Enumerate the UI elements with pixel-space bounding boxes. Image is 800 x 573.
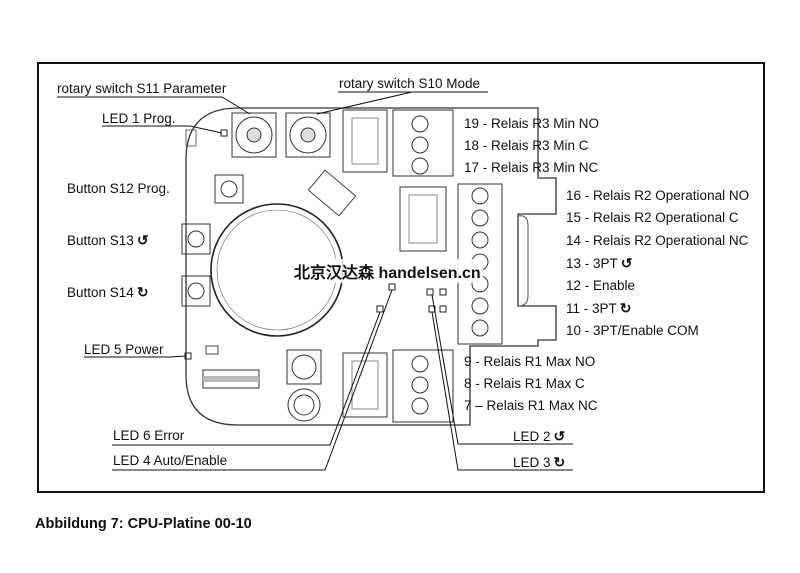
figure-caption: Abbildung 7: CPU-Platine 00-10 — [35, 516, 252, 532]
terminal-block-top — [392, 109, 454, 177]
terminal-8: 8 - Relais R1 Max C — [464, 376, 585, 391]
label-button-s13: Button S13↺ — [67, 232, 149, 248]
terminal-15: 15 - Relais R2 Operational C — [566, 210, 739, 225]
cw-arrow-icon: ↻ — [136, 284, 149, 300]
terminal-10: 10 - 3PT/Enable COM — [566, 323, 699, 338]
led6 — [376, 305, 384, 313]
leader-led3 — [431, 311, 573, 471]
label-button-s12: Button S12 Prog. — [67, 181, 170, 196]
label-rotary-switch-s11: rotary switch S11 Parameter — [57, 81, 227, 96]
label-led6: LED 6 Error — [113, 428, 185, 443]
led4 — [388, 283, 396, 291]
label-led2: LED 2↺ — [513, 428, 566, 444]
leader-led1 — [102, 125, 223, 134]
label-led1: LED 1 Prog. — [102, 111, 176, 126]
terminal-12: 12 - Enable — [566, 278, 636, 293]
relay-r2 — [399, 186, 447, 252]
button-s14-shape — [181, 275, 211, 307]
inductor — [286, 349, 322, 385]
label-led3: LED 3↻ — [513, 454, 566, 470]
label-button-s14: Button S14↻ — [67, 284, 149, 300]
watermark: 北京汉达森 handelsen.cn — [292, 259, 483, 283]
leader-led6 — [112, 311, 381, 446]
led2 — [426, 288, 434, 296]
rotary-switch-s10 — [285, 112, 331, 158]
terminal-9: 9 - Relais R1 Max NO — [464, 354, 596, 369]
leader-s11 — [57, 96, 251, 115]
board-outline — [185, 107, 557, 426]
ccw-arrow-icon: ↺ — [620, 255, 633, 271]
ccw-arrow-icon: ↺ — [553, 428, 566, 444]
terminal-16: 16 - Relais R2 Operational NO — [566, 188, 750, 203]
terminal-17: 17 - Relais R3 Min NC — [464, 160, 599, 175]
label-led4: LED 4 Auto/Enable — [113, 453, 228, 468]
button-s12-shape — [214, 174, 244, 204]
terminal-block-bottom — [392, 349, 454, 423]
relay-r3 — [342, 109, 388, 173]
rotary-switch-s11 — [231, 112, 277, 158]
cw-arrow-icon: ↻ — [553, 454, 566, 470]
button-s13-shape — [181, 223, 211, 255]
cw-arrow-icon: ↻ — [619, 300, 632, 316]
label-rotary-switch-s10: rotary switch S10 Mode — [339, 76, 481, 91]
figure-frame — [37, 62, 765, 493]
ic-chip — [307, 169, 357, 217]
terminal-14: 14 - Relais R2 Operational NC — [566, 233, 749, 248]
terminal-18: 18 - Relais R3 Min C — [464, 138, 589, 153]
terminal-19: 19 - Relais R3 Min NO — [464, 116, 600, 131]
terminal-13: 13 - 3PT↺ — [566, 255, 633, 271]
leader-led5 — [84, 355, 187, 358]
label-led5: LED 5 Power — [84, 342, 164, 357]
capacitor — [287, 388, 321, 422]
terminal-11: 11 - 3PT↻ — [566, 300, 632, 316]
leader-led4 — [112, 289, 393, 471]
terminal-7: 7 – Relais R1 Max NC — [464, 398, 598, 413]
ccw-arrow-icon: ↺ — [136, 232, 149, 248]
leader-led2 — [431, 294, 573, 445]
